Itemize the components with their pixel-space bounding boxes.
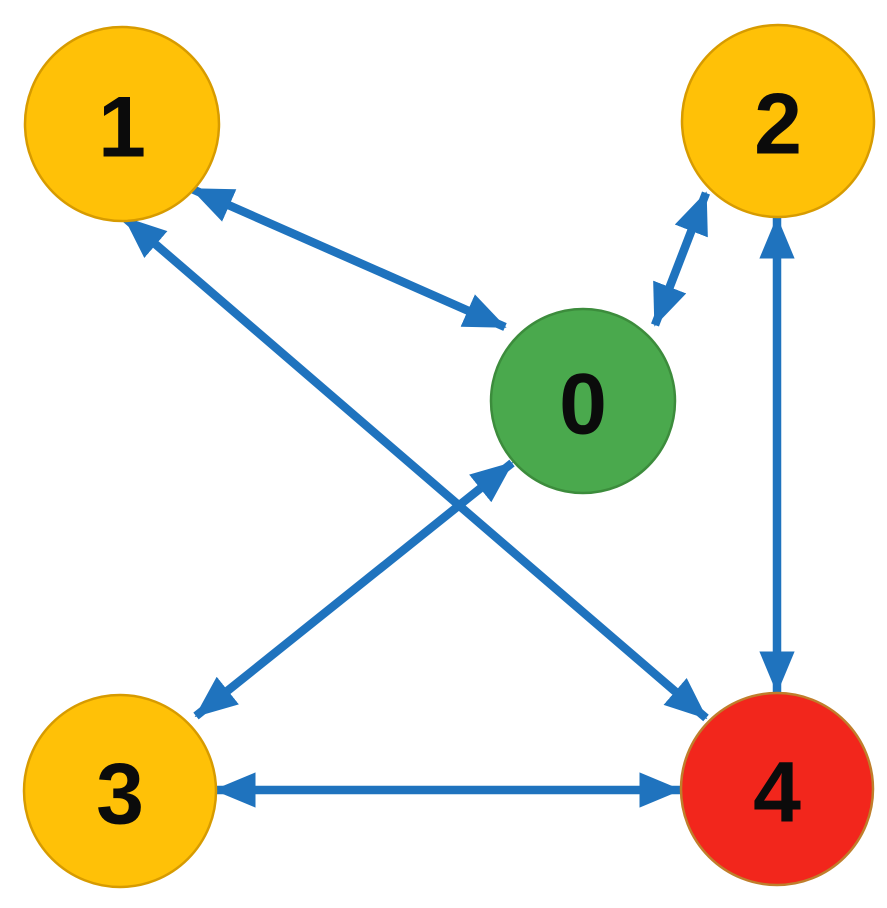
edge-3-0 <box>193 459 515 720</box>
node-2-circle[interactable] <box>680 23 876 219</box>
node-0-label: 0 <box>559 356 607 452</box>
node-1-circle[interactable] <box>23 25 221 223</box>
node-3[interactable]: 3 <box>22 693 218 889</box>
node-4-circle[interactable] <box>679 691 875 887</box>
node-4-label: 4 <box>753 744 801 840</box>
node-2[interactable]: 2 <box>680 23 876 219</box>
node-2-label: 2 <box>754 76 802 172</box>
node-1[interactable]: 1 <box>23 25 221 223</box>
edge-1-0 <box>190 185 507 331</box>
node-4[interactable]: 4 <box>679 691 875 887</box>
node-1-label: 1 <box>98 79 146 175</box>
node-3-label: 3 <box>96 746 144 842</box>
edge-1-4 <box>122 214 709 722</box>
edge-2-0 <box>651 191 710 327</box>
node-0-circle[interactable] <box>489 307 677 495</box>
node-3-circle[interactable] <box>22 693 218 889</box>
node-0[interactable]: 0 <box>489 307 677 495</box>
